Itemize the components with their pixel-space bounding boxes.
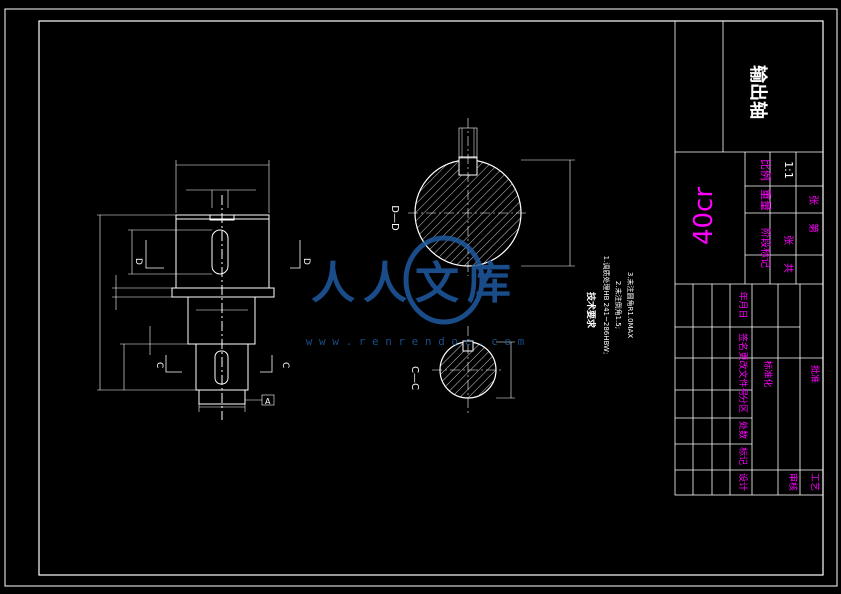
mark-c-right: C [280, 362, 290, 368]
material: 40cr [689, 187, 719, 245]
watermark: 人人文库 w w w . r e n r e n d o c . c o m [306, 235, 525, 348]
shaft-dimensions [97, 160, 275, 412]
title-block [674, 20, 824, 496]
tech-requirements: 技术要求 1.调质处理HB 241~286HBW; 2.未注倒角1.5; 3.未… [585, 256, 635, 355]
approve-label: 批准 [809, 365, 821, 383]
sheet-no: 第 [807, 223, 820, 233]
rev-mark: 标记 [737, 447, 749, 465]
mark-d-left: D [133, 258, 143, 265]
weight-label: 重量 [759, 189, 773, 211]
scale-label: 比例 [759, 159, 773, 181]
section-dd [408, 118, 575, 276]
standardization-label: 标准化 [762, 360, 774, 387]
shaft-view [171, 195, 275, 420]
outer-border [4, 8, 838, 587]
watermark-url: w w w . r e n r e n d o c . c o m [306, 335, 525, 348]
sheet-count: 张 [782, 235, 794, 245]
rev-zone: 分区 [737, 395, 748, 413]
section-cc-label: C—C [409, 366, 420, 390]
tech-req-item-2: 2.未注倒角1.5; [614, 281, 623, 329]
rev-sign: 签名 [737, 333, 749, 351]
rev-doc: 更改文件号 [737, 351, 749, 396]
rev-count: 处数 [737, 421, 749, 439]
sheet-page: 张 [807, 195, 819, 205]
mark-c-left: C [154, 362, 164, 368]
section-markers [145, 240, 301, 373]
design-label: 设计 [737, 473, 749, 491]
tech-req-item-3: 3.未注圆角R1.0MAX [626, 272, 635, 339]
part-name: 输出轴 [747, 65, 769, 119]
process-label: 工艺 [809, 473, 820, 491]
rev-date: 年月日 [737, 291, 749, 318]
main-view-labels: D D C C A [133, 258, 311, 406]
tech-req-heading: 技术要求 [585, 292, 597, 329]
mark-d-right: D [301, 258, 311, 265]
sheet-total: 共 [782, 263, 794, 273]
drawing-mark-label: 阶段标记 [759, 228, 772, 268]
watermark-text: 人人文库 [311, 258, 519, 309]
tech-req-item-1: 1.调质处理HB 241~286HBW; [602, 256, 611, 355]
datum-a: A [265, 397, 271, 406]
section-cc [432, 326, 515, 415]
section-dd-label: D—D [389, 205, 400, 231]
check-label: 审核 [787, 473, 799, 491]
scale-value: 1:1 [782, 161, 795, 179]
title-block-text: 输出轴 40cr 比例 1:1 重量 阶段标记 共 张 第 张 标记 处数 分区… [689, 65, 821, 491]
